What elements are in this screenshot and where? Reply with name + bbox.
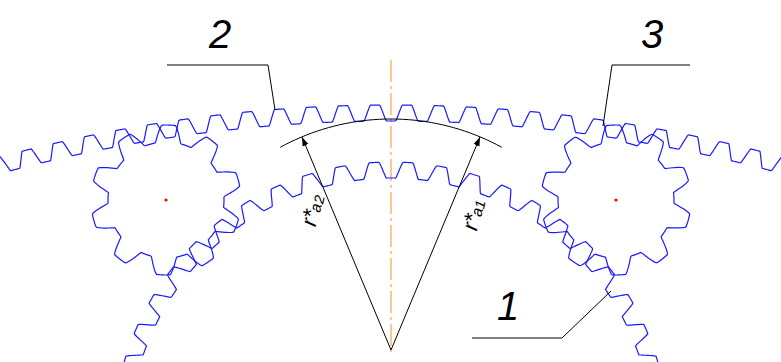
center-line: [391, 60, 392, 352]
planet-gear: [92, 125, 239, 275]
radius-label: r*ₐ₂: [298, 192, 326, 228]
planet-gear: [542, 125, 689, 275]
part-number: 3: [641, 14, 663, 54]
radius-label: r*ₐ₁: [459, 198, 487, 233]
radius-line: [391, 137, 480, 350]
leader-line: [472, 291, 611, 338]
part-number: 2: [209, 14, 231, 54]
center-dot: [614, 198, 617, 201]
leader-line: [603, 65, 690, 126]
center-dot: [164, 198, 167, 201]
radius-line: [302, 137, 391, 350]
ring-gear: [0, 105, 781, 196]
leader-line: [167, 65, 275, 110]
part-number: 1: [497, 286, 519, 326]
radius-arc: [280, 119, 501, 147]
